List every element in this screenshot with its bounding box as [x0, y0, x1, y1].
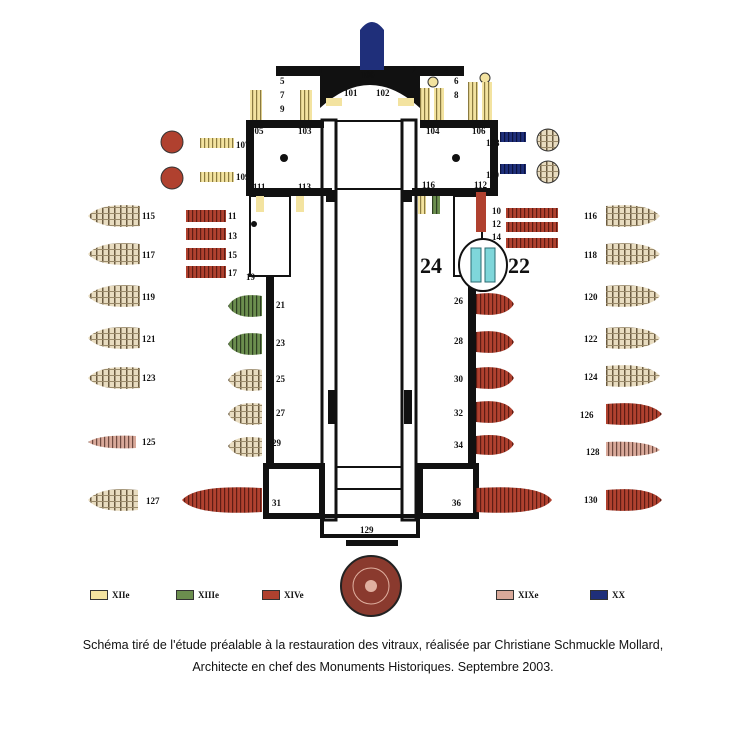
label-36: 36	[452, 498, 462, 508]
legend-label: XIIIe	[198, 590, 220, 600]
legend-item-xixe: XIXe	[496, 588, 539, 602]
label-17: 17	[228, 268, 238, 278]
label-122: 122	[584, 334, 598, 344]
legend-label: XIIe	[112, 590, 130, 600]
label-23: 23	[276, 338, 286, 348]
label-126: 126	[580, 410, 594, 420]
label-32: 32	[454, 408, 464, 418]
label-102: 102	[376, 88, 390, 98]
legend-item-xive: XIVe	[262, 588, 304, 602]
label-125: 125	[142, 437, 156, 447]
legend-item-xx: XX	[590, 588, 625, 602]
legend-label: XIVe	[284, 590, 304, 600]
highlight-label-24: 24	[420, 253, 442, 278]
legend-item-xiiie: XIIIe	[176, 588, 219, 602]
label-112: 112	[474, 180, 488, 190]
label-121: 121	[142, 334, 156, 344]
window-numbers: 3 1 100 2 4 5 7 9 6 8 101 102 105 103 10…	[142, 65, 600, 535]
chapel-windows-left	[182, 295, 262, 513]
label-116a: 116	[422, 180, 436, 190]
choir-windows	[200, 82, 526, 232]
label-2: 2	[412, 65, 417, 75]
label-111: 111	[253, 182, 266, 192]
highlighted-window-24: 24 22	[420, 238, 530, 292]
label-115: 115	[142, 211, 156, 221]
label-14: 14	[492, 232, 502, 242]
aisle-windows	[186, 208, 558, 278]
label-130: 130	[584, 495, 598, 505]
label-101: 101	[344, 88, 358, 98]
legend-item-xiie: XIIe	[90, 588, 130, 602]
label-13: 13	[228, 231, 238, 241]
rose-windows	[160, 72, 560, 617]
chapel-windows-right	[476, 293, 552, 513]
label-8: 8	[454, 90, 459, 100]
label-31: 31	[272, 498, 282, 508]
label-119: 119	[142, 292, 156, 302]
label-34: 34	[454, 440, 464, 450]
label-127: 127	[146, 496, 160, 506]
label-123: 123	[142, 373, 156, 383]
label-15: 15	[228, 250, 238, 260]
label-3: 3	[286, 65, 291, 75]
label-6: 6	[454, 76, 459, 86]
label-108: 108	[486, 138, 500, 148]
label-4: 4	[444, 65, 449, 75]
legend-swatch	[590, 590, 608, 600]
label-28: 28	[454, 336, 464, 346]
label-5: 5	[280, 76, 285, 86]
label-124: 124	[584, 372, 598, 382]
label-9: 9	[280, 104, 285, 114]
label-106: 106	[472, 126, 486, 136]
label-116b: 116	[584, 211, 598, 221]
legend-swatch	[262, 590, 280, 600]
label-29: 29	[272, 438, 282, 448]
label-27: 27	[276, 408, 286, 418]
label-1: 1	[318, 65, 323, 75]
label-10: 10	[492, 206, 502, 216]
label-11: 11	[228, 211, 237, 221]
label-128: 128	[586, 447, 600, 457]
label-120: 120	[584, 292, 598, 302]
label-117: 117	[142, 250, 156, 260]
label-109: 109	[236, 172, 250, 182]
label-118: 118	[584, 250, 598, 260]
label-30: 30	[454, 374, 464, 384]
caption-line-2: Architecte en chef des Monuments Histori…	[192, 660, 554, 674]
clerestory-windows-left	[88, 205, 140, 511]
label-100: 100	[361, 70, 375, 80]
label-105: 105	[250, 126, 264, 136]
label-26: 26	[454, 296, 464, 306]
building-walls	[246, 22, 498, 546]
legend-label: XIXe	[518, 590, 539, 600]
legend-label: XX	[612, 590, 625, 600]
label-103: 103	[298, 126, 312, 136]
label-129: 129	[360, 525, 374, 535]
label-107: 107	[236, 140, 250, 150]
label-12: 12	[492, 219, 502, 229]
label-21: 21	[276, 300, 286, 310]
label-25: 25	[276, 374, 286, 384]
label-113: 113	[298, 182, 312, 192]
legend-swatch	[496, 590, 514, 600]
legend-swatch	[176, 590, 194, 600]
caption-line-1: Schéma tiré de l'étude préalable à la re…	[82, 638, 664, 652]
label-110: 110	[486, 170, 500, 180]
label-19: 19	[246, 272, 256, 282]
clerestory-windows-right	[606, 205, 662, 511]
label-7: 7	[280, 90, 285, 100]
highlight-label-22: 22	[508, 253, 530, 278]
label-104: 104	[426, 126, 440, 136]
legend-swatch	[90, 590, 108, 600]
